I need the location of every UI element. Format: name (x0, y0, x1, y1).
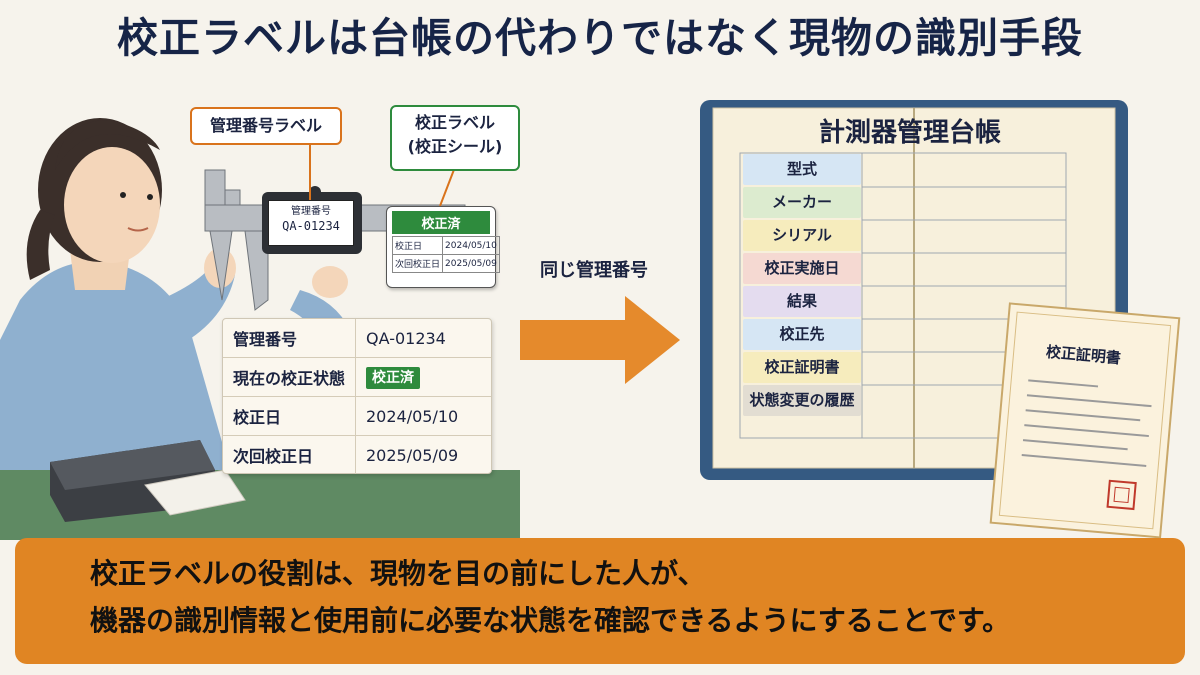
arrow-label: 同じ管理番号 (540, 260, 648, 281)
page-title: 校正ラベルは台帳の代わりではなく現物の識別手段 (117, 14, 1083, 62)
worker-figure (0, 118, 350, 470)
ledger-field: 結果 (743, 286, 861, 317)
banner-line: 機器の識別情報と使用前に必要な状態を確認できるようにすることです。 (90, 604, 1011, 637)
ledger-field: 校正実施日 (743, 253, 861, 284)
ledger-field: 型式 (743, 154, 861, 185)
certificate (989, 302, 1181, 539)
callout-management-number-label: 管理番号ラベル (190, 107, 342, 145)
callout-connector (439, 166, 456, 207)
arrow-icon (520, 296, 680, 384)
ledger-field: 状態変更の履歴 (743, 385, 861, 416)
callout-calibration-label: 校正ラベル (校正シール) (390, 105, 520, 171)
ledger-field: 校正証明書 (743, 352, 861, 383)
sticker-status: 校正済 (392, 211, 490, 234)
banner-line: 校正ラベルの役割は、現物を目の前にした人が、 (90, 557, 706, 590)
ledger-field: 校正先 (743, 319, 861, 350)
management-number-label: 管理番号 QA-01234 (268, 200, 354, 246)
cloth (144, 469, 246, 516)
table-row: 現在の校正状態校正済 (223, 357, 491, 397)
ledger-field: メーカー (743, 187, 861, 218)
summary-banner: 校正ラベルの役割は、現物を目の前にした人が、 機器の識別情報と使用前に必要な状態… (15, 538, 1185, 664)
ledger-fields: 型式 メーカー シリアル 校正実施日 結果 校正先 校正証明書 状態変更の履歴 (743, 154, 861, 418)
status-badge: 校正済 (366, 367, 420, 389)
ledger-field: シリアル (743, 220, 861, 251)
ledger-title: 計測器管理台帳 (818, 118, 1001, 148)
seal-icon (1106, 479, 1137, 511)
